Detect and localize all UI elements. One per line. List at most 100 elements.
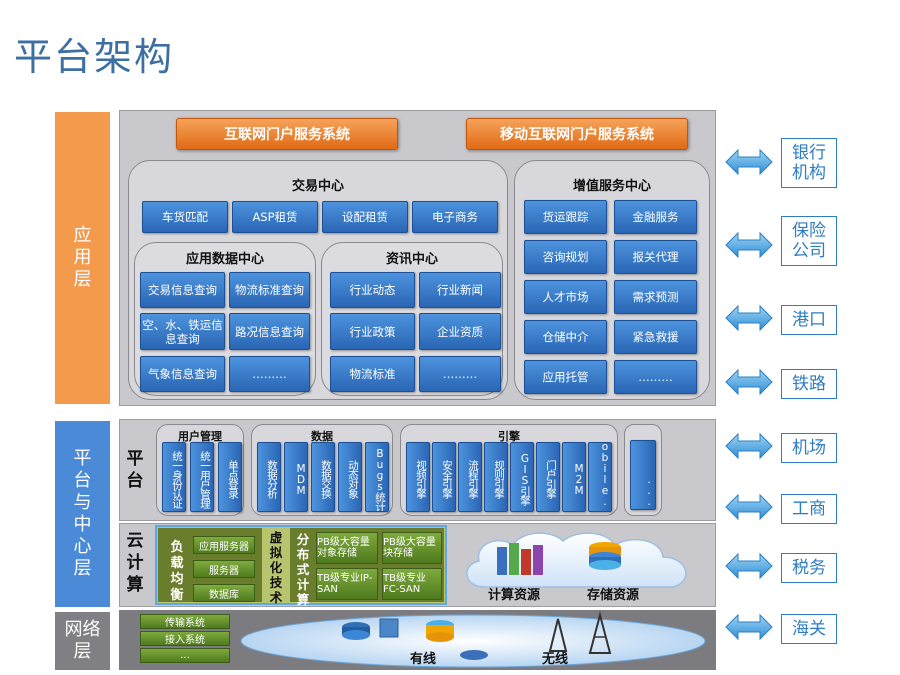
info-item: ……… [419,356,501,392]
server-item: 服务器 [193,560,255,578]
layer-label-network: 网络层 [55,612,110,670]
partner-label: 保险公司 [781,216,837,266]
info-item: 行业动态 [330,272,415,308]
network-item: 接入系统 [140,631,230,646]
wired-label: 有线 [410,652,437,667]
internet-portal-box: 互联网门户服务系统 [176,118,398,150]
switch-icon [379,618,399,638]
app-data-item: 气象信息查询 [140,356,225,392]
value-center-title: 增值服务中心 [572,179,651,194]
trade-item: 车货匹配 [142,201,228,233]
storage-item: PB级大容量块存储 [382,532,442,564]
network-item: ... [140,648,230,663]
double-arrow-icon [725,232,773,258]
cloud-resource-shape [466,532,687,588]
info-item: 物流标准 [330,356,415,392]
double-arrow-icon [725,369,773,395]
value-item: 货运跟踪 [524,200,607,234]
double-arrow-icon [725,305,773,331]
network-item: 传输系统 [140,614,230,629]
router-icon [342,622,370,640]
layer-label-app: 应用层 [55,112,110,404]
user-mgmt-title: 用户管理 [178,430,222,443]
partner-label: 港口 [781,305,837,335]
engine-title: 引擎 [498,430,520,443]
info-center-title: 资讯中心 [385,252,438,267]
value-item: 紧急救援 [614,320,697,354]
data-item: 数据交换 [311,442,335,512]
user-mgmt-item: 单点登录 [218,442,242,512]
trade-item: 电子商务 [412,201,498,233]
page-title: 平台架构 [14,35,175,79]
storage-item: TB级专业IP-SAN [316,568,378,600]
data-item: Bugs统计 [365,442,389,512]
double-arrow-icon [725,553,773,579]
more-item: ... [630,440,656,510]
distributed-label: 分布式计算 [296,532,310,607]
compute-resource-label: 计算资源 [488,588,541,603]
engine-item: 安全引擎 [432,442,456,512]
server-rack-icon [497,543,543,575]
engine-item: 规则引擎 [484,442,508,512]
engine-item: M2M [562,442,586,512]
value-item: 报关代理 [614,240,697,274]
app-data-item: 交易信息查询 [140,272,225,308]
user-mgmt-item: 统一身份认证 [162,442,186,512]
info-item: 企业资质 [419,313,501,350]
partner-label: 银行机构 [781,138,837,188]
data-item: 数据分析 [257,442,281,512]
value-item: 金融服务 [614,200,697,234]
layer-label-platform: 平台与中心层 [55,421,110,607]
info-item: 行业新闻 [419,272,501,308]
wireless-label: 无线 [542,652,569,667]
virtualization-label: 虚拟化技术 [269,530,283,605]
info-item: 行业政策 [330,313,415,350]
disk-stack-icon [426,620,454,642]
partner-label: 工商 [781,494,837,524]
app-data-item: 空、水、铁运信息查询 [140,313,225,350]
wireless-tower-icon [548,611,612,654]
double-arrow-icon [725,149,773,175]
value-item: 咨询规划 [524,240,607,274]
server-item: 应用服务器 [193,536,255,554]
platform-label: 平台 [126,449,144,491]
partner-label: 机场 [781,433,837,463]
value-item: 仓储中介 [524,320,607,354]
trade-item: ASP租赁 [232,201,318,233]
arrow-column [725,149,773,640]
double-arrow-icon [725,433,773,459]
user-mgmt-item: 统一用户管理 [190,442,214,512]
partner-label: 铁路 [781,369,837,399]
partner-label: 海关 [781,614,837,644]
data-title: 数据 [311,430,333,443]
value-item: ……… [614,360,697,394]
engine-item: GIS引擎 [510,442,534,512]
engine-item: 视频引擎 [406,442,430,512]
value-item: 需求预测 [614,280,697,314]
app-data-center-title: 应用数据中心 [185,252,264,267]
app-data-item: 物流标准查询 [229,272,310,308]
server-item: 数据库 [193,584,255,602]
value-item: 应用托管 [524,360,607,394]
engine-item: 流程引擎 [458,442,482,512]
app-data-item: 路况信息查询 [229,313,310,350]
cloud-label: 云计算 [126,531,144,595]
app-data-item: ……… [229,356,310,392]
partner-label: 税务 [781,553,837,583]
value-item: 人才市场 [524,280,607,314]
data-item: 动态对象 [338,442,362,512]
mobile-portal-box: 移动互联网门户服务系统 [466,118,688,150]
load-balance-label: 负载均衡 [170,540,184,603]
storage-disk-icon [589,542,621,570]
trade-item: 设配租赁 [322,201,408,233]
storage-resource-label: 存储资源 [587,588,640,603]
storage-item: PB级大容量对象存储 [316,532,378,564]
network-ellipse [240,611,706,668]
double-arrow-icon [725,614,773,640]
storage-item: TB级专业FC-SAN [382,568,442,600]
trade-center-title: 交易中心 [291,179,344,194]
data-item: MDM [284,442,308,512]
engine-item: 门户引擎 [536,442,560,512]
engine-item: Mobile... [588,442,612,512]
double-arrow-icon [725,494,773,520]
